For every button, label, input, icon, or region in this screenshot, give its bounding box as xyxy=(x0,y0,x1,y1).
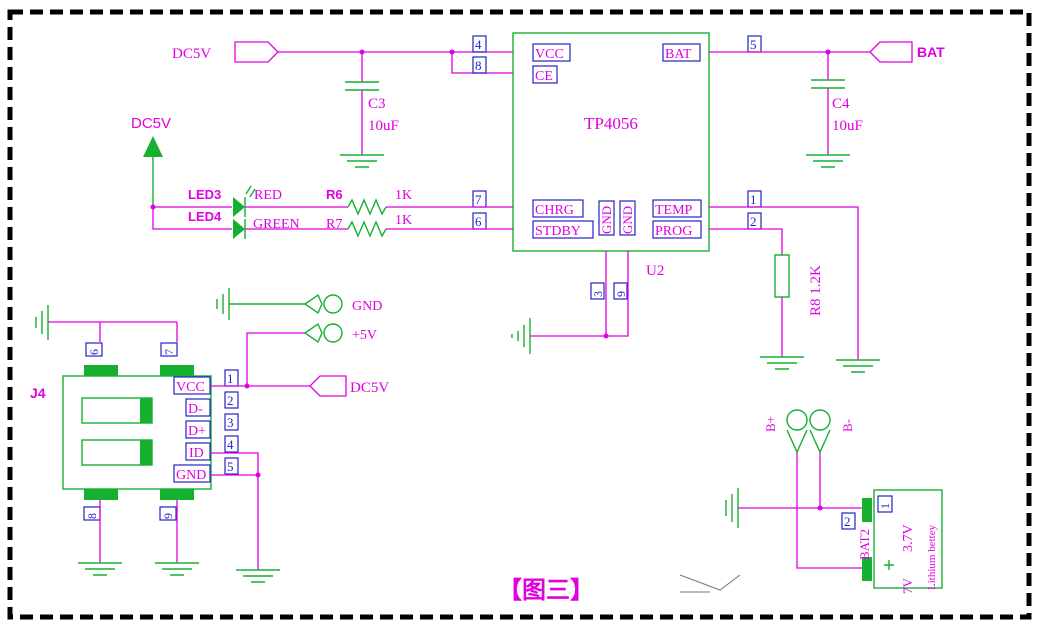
dc5v-usb-connector: DC5V xyxy=(309,375,389,397)
c3-ref: C3 xyxy=(368,96,386,112)
svg-text:5: 5 xyxy=(227,459,234,474)
svg-text:5: 5 xyxy=(750,37,757,52)
bplus-wire xyxy=(796,452,868,569)
svg-text:9: 9 xyxy=(614,291,628,297)
battery-bat2: 2 1 BAT2 3.7V Lithium bettey 7V xyxy=(841,489,943,595)
usb-pin-numbers: 1 2 3 4 5 6 7 8 9 xyxy=(83,342,239,521)
dc5v-usb-label: DC5V xyxy=(350,380,389,396)
svg-text:2: 2 xyxy=(750,214,757,229)
j4-ref: J4 xyxy=(30,385,46,401)
pin-temp-label: TEMP xyxy=(655,203,693,218)
plus5v-label: +5V xyxy=(352,328,377,343)
svg-text:1: 1 xyxy=(750,192,757,207)
battery-voltage: 3.7V xyxy=(901,524,916,552)
c4-ref: C4 xyxy=(832,96,850,112)
svg-text:3: 3 xyxy=(591,291,605,297)
gnd-label: GND xyxy=(352,299,382,314)
usb-dp-label: D+ xyxy=(188,424,206,439)
battery-voltage-cut: 7V xyxy=(900,578,915,595)
bminus-label: B- xyxy=(840,419,855,432)
usb-connector-j4: VCC D- D+ ID GND xyxy=(62,365,212,500)
plus5v-wire xyxy=(246,332,305,386)
r6-value: 1K xyxy=(395,188,412,203)
prog-wire xyxy=(709,228,783,255)
pin-vcc-label: VCC xyxy=(535,47,564,62)
svg-text:9: 9 xyxy=(161,513,175,519)
battery-terminals: B+ B- xyxy=(763,409,855,454)
led4-color: GREEN xyxy=(253,217,300,232)
gnd-connector: GND xyxy=(216,288,382,320)
ce-wire xyxy=(451,52,513,74)
svg-text:7: 7 xyxy=(162,349,176,355)
r7-ref: R7 xyxy=(326,217,342,232)
ic-pin-numbers: 4 8 5 7 6 1 2 3 9 xyxy=(472,35,762,300)
svg-text:2: 2 xyxy=(227,393,234,408)
dashed-border xyxy=(7,9,1032,620)
svg-text:4: 4 xyxy=(475,37,482,52)
capacitor-c3: C3 10uF xyxy=(340,52,399,168)
resistor-r6: R6 1K xyxy=(245,187,513,216)
c4-value: 10uF xyxy=(832,118,863,134)
r7-value: 1K xyxy=(395,213,412,228)
led3-color: RED xyxy=(254,188,282,203)
svg-text:6: 6 xyxy=(475,214,482,229)
capacitor-c4: C4 10uF xyxy=(806,52,863,168)
svg-text:3: 3 xyxy=(227,415,234,430)
c3-value: 10uF xyxy=(368,118,399,134)
pin-prog-label: PROG xyxy=(655,224,692,239)
pin-chrg-label: CHRG xyxy=(535,203,574,218)
r6-ref: R6 xyxy=(326,187,343,202)
pin-ce-label: CE xyxy=(535,69,553,84)
svg-text:1: 1 xyxy=(878,503,892,509)
resistor-r8: R8 1.2K xyxy=(760,254,824,370)
usb-gnd-label: GND xyxy=(176,468,206,483)
figure-caption: 【图三】 xyxy=(498,576,594,604)
led3: LED3 RED xyxy=(188,185,282,217)
dc5v-power-symbol: DC5V xyxy=(131,115,171,207)
svg-text:7: 7 xyxy=(475,192,482,207)
svg-text:1: 1 xyxy=(227,371,234,386)
led4-ref: LED4 xyxy=(188,209,222,224)
svg-text:8: 8 xyxy=(85,513,99,519)
battery-ref: BAT2 xyxy=(857,529,872,560)
bplus-label: B+ xyxy=(763,416,778,432)
bat-label: BAT xyxy=(917,44,945,60)
svg-text:4: 4 xyxy=(227,437,234,452)
usb-id-label: ID xyxy=(189,446,204,461)
plus5v-connector: +5V xyxy=(303,322,377,344)
dc5v-led-label: DC5V xyxy=(131,115,171,132)
tp4056-chip: TP4056 U2 VCC CE BAT CHRG STDBY TEMP PRO… xyxy=(512,32,710,279)
pin-gnd1-label: GND xyxy=(599,206,614,234)
battery-type: Lithium bettey xyxy=(926,524,938,590)
usb-dm-label: D- xyxy=(188,402,203,417)
svg-text:2: 2 xyxy=(844,514,851,529)
temp-wire xyxy=(709,206,859,360)
svg-text:8: 8 xyxy=(475,58,482,73)
r8-label: R8 1.2K xyxy=(808,265,824,316)
dc5v-input-connector: DC5V xyxy=(172,41,279,63)
svg-text:6: 6 xyxy=(87,349,101,355)
led3-ref: LED3 xyxy=(188,187,221,202)
ic-ref: U2 xyxy=(646,263,664,279)
pin-stdby-label: STDBY xyxy=(535,224,581,239)
usb-vcc-label: VCC xyxy=(176,380,205,395)
resistor-r7: R7 1K xyxy=(245,213,513,238)
led4: LED4 GREEN xyxy=(188,209,300,239)
dc5v-input-label: DC5V xyxy=(172,46,211,62)
pin-bat-label: BAT xyxy=(665,47,692,62)
bat-connector: BAT xyxy=(869,41,945,63)
usb-id-wire xyxy=(210,452,259,570)
ic-name: TP4056 xyxy=(584,114,638,133)
pin-gnd2-label: GND xyxy=(620,206,635,234)
